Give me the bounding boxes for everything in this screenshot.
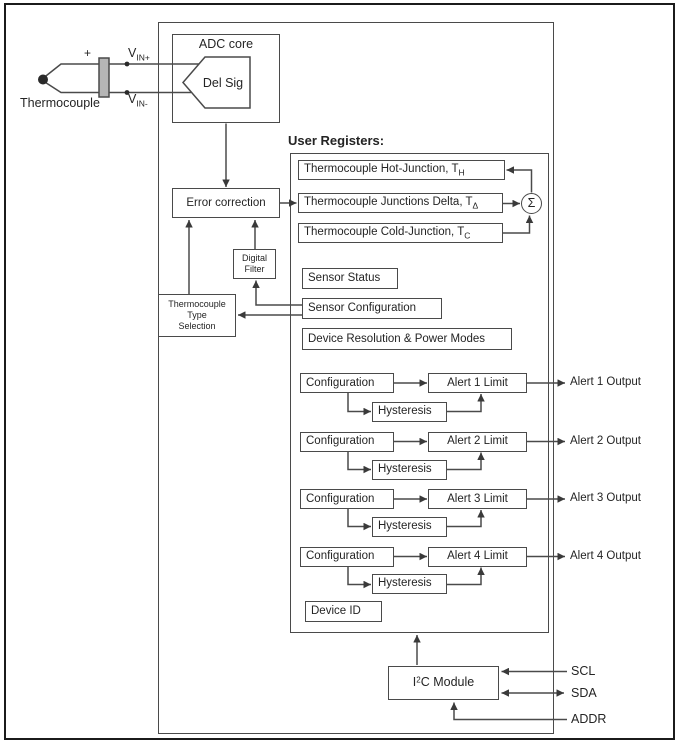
- user-registers-frame: [290, 153, 549, 633]
- alert3-limit-box: Alert 3 Limit: [428, 489, 527, 509]
- vin-minus-label: VIN-: [128, 92, 148, 109]
- addr-pin-label: ADDR: [571, 712, 607, 726]
- vin-plus-label: VIN+: [128, 46, 150, 63]
- device-boundary: [158, 22, 554, 734]
- register-sensor-configuration: Sensor Configuration: [302, 298, 442, 319]
- delta-sigma-label: Del Sig: [202, 76, 244, 90]
- alert1-limit-box: Alert 1 Limit: [428, 373, 527, 393]
- alert1-hysteresis-box: Hysteresis: [372, 401, 447, 422]
- alert2-output-label: Alert 2 Output: [570, 434, 641, 447]
- alert4-limit-box: Alert 4 Limit: [428, 546, 527, 567]
- register-device-id: Device ID: [305, 601, 382, 622]
- register-junctions-delta: Thermocouple Junctions Delta, TΔ: [298, 193, 503, 213]
- register-sensor-status: Sensor Status: [302, 268, 398, 289]
- alert2-hysteresis-box: Hysteresis: [372, 459, 447, 480]
- alert1-output-label: Alert 1 Output: [570, 376, 641, 388]
- i2c-module-box: I2C Module: [388, 665, 499, 700]
- plus-sign-label: +: [84, 46, 92, 60]
- thermocouple-label: Thermocouple: [20, 96, 100, 110]
- alert3-output-label: Alert 3 Output: [570, 492, 641, 504]
- user-registers-title: User Registers:: [288, 133, 385, 148]
- register-cold-junction: Thermocouple Cold-Junction, TC: [298, 223, 503, 243]
- summing-node: Σ: [521, 193, 542, 214]
- alert4-hysteresis-box: Hysteresis: [372, 573, 447, 594]
- scl-pin-label: SCL: [571, 664, 596, 678]
- sda-pin-label: SDA: [571, 686, 597, 700]
- alert4-configuration-box: Configuration: [300, 546, 394, 567]
- alert4-output-label: Alert 4 Output: [570, 549, 641, 562]
- alert2-configuration-box: Configuration: [300, 431, 394, 452]
- alert2-limit-box: Alert 2 Limit: [428, 431, 527, 452]
- error-correction-box: Error correction: [172, 188, 280, 218]
- alert3-configuration-box: Configuration: [300, 489, 394, 509]
- register-device-resolution: Device Resolution & Power Modes: [302, 328, 512, 350]
- adc-core-title: ADC core: [198, 37, 254, 51]
- register-hot-junction: Thermocouple Hot-Junction, TH: [298, 160, 505, 180]
- alert3-hysteresis-box: Hysteresis: [372, 516, 447, 537]
- alert1-configuration-box: Configuration: [300, 373, 394, 393]
- page-border: [4, 3, 675, 740]
